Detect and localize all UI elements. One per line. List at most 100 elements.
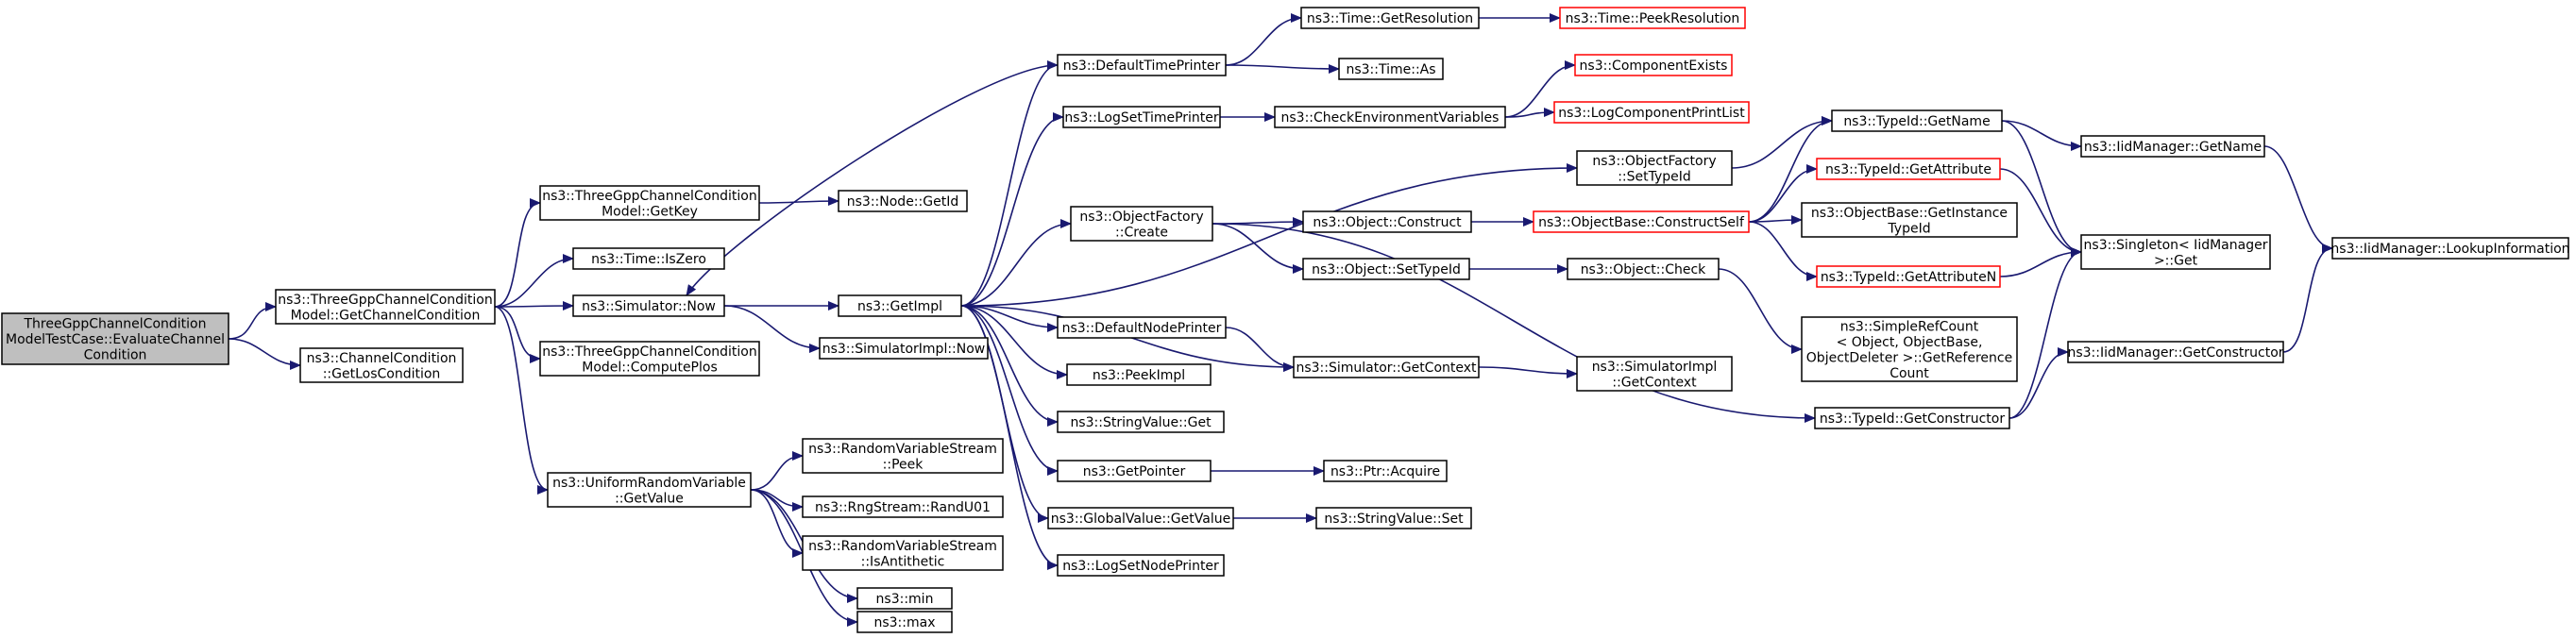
node-box <box>1300 7 1480 29</box>
node-sim-get-context[interactable]: ns3::Simulator::GetContext <box>1293 356 1480 378</box>
node-sim-impl-now[interactable]: ns3::SimulatorImpl::Now <box>819 337 989 360</box>
node-box <box>1559 7 1746 29</box>
node-time-get-resolution[interactable]: ns3::Time::GetResolution <box>1300 7 1480 29</box>
node-compute-plos[interactable]: ns3::ThreeGppChannelConditionModel::Comp… <box>539 341 760 377</box>
node-box <box>2080 234 2271 270</box>
node-box <box>1816 265 2001 288</box>
node-box <box>1315 507 1472 529</box>
node-string-value-get[interactable]: ns3::StringValue::Get <box>1057 411 1225 433</box>
node-sim-now[interactable]: ns3::Simulator::Now <box>572 294 725 317</box>
node-get-pointer[interactable]: ns3::GetPointer <box>1057 460 1212 482</box>
node-box <box>2067 341 2284 363</box>
node-simple-ref-count[interactable]: ns3::SimpleRefCount< Object, ObjectBase,… <box>1801 316 2018 382</box>
node-label: ns3::Simulator::Now <box>582 299 716 314</box>
node-component-exists[interactable]: ns3::ComponentExists <box>1574 54 1733 76</box>
node-min[interactable]: ns3::min <box>856 587 953 610</box>
node-log-set-time-printer[interactable]: ns3::LogSetTimePrinter <box>1062 106 1221 128</box>
node-get-los-condition[interactable]: ns3::ChannelCondition::GetLosCondition <box>299 347 464 383</box>
node-label: ::GetContext <box>1612 375 1697 390</box>
edge-iid-manager-get-name-to-lookup-information <box>2263 145 2333 253</box>
node-label: ns3::Object::SetTypeId <box>1312 262 1461 277</box>
node-box <box>1057 411 1225 433</box>
edge-type-id-get-attribute-n-to-singleton-get <box>1999 247 2082 277</box>
edge-obj-factory-set-type-id-to-type-id-get-name <box>1731 116 1833 169</box>
node-time-as[interactable]: ns3::Time::As <box>1338 58 1444 80</box>
node-label: ns3::IidManager::LookupInformation <box>2330 242 2569 257</box>
edge-check-env-vars-to-component-exists <box>1504 60 1576 118</box>
node-sim-impl-get-context[interactable]: ns3::SimulatorImpl::GetContext <box>1576 356 1733 392</box>
edge-get-channel-condition-to-compute-plos <box>494 306 541 363</box>
node-peek-impl[interactable]: ns3::PeekImpl <box>1066 363 1212 386</box>
node-label: ObjectDeleter >::GetReference <box>1806 350 2012 365</box>
node-global-value-get-value[interactable]: ns3::GlobalValue::GetValue <box>1047 507 1234 529</box>
node-is-zero[interactable]: ns3::Time::IsZero <box>572 247 725 270</box>
node-label: ns3::PeekImpl <box>1093 368 1185 383</box>
node-is-antithetic[interactable]: ns3::RandomVariableStream::IsAntithetic <box>802 535 1004 571</box>
node-root: ThreeGppChannelConditionModelTestCase::E… <box>1 312 229 365</box>
node-box <box>1801 316 2018 382</box>
node-object-set-type-id[interactable]: ns3::Object::SetTypeId <box>1302 258 1470 280</box>
node-node-get-id[interactable]: ns3::Node::GetId <box>838 190 968 212</box>
node-default-time-printer[interactable]: ns3::DefaultTimePrinter <box>1057 54 1227 76</box>
edge-construct-self-to-type-id-get-attribute <box>1748 164 1818 223</box>
node-log-component-print-list[interactable]: ns3::LogComponentPrintList <box>1553 101 1750 124</box>
node-lookup-information[interactable]: ns3::IidManager::LookupInformation <box>2330 237 2570 260</box>
node-time-peek-resolution[interactable]: ns3::Time::PeekResolution <box>1559 7 1746 29</box>
node-object-construct[interactable]: ns3::Object::Construct <box>1302 210 1472 233</box>
node-iid-manager-get-name[interactable]: ns3::IidManager::GetName <box>2080 135 2265 158</box>
node-log-set-node-printer[interactable]: ns3::LogSetNodePrinter <box>1057 554 1225 577</box>
node-label: ns3::Time::GetResolution <box>1307 11 1473 26</box>
node-obj-factory-set-type-id[interactable]: ns3::ObjectFactory::SetTypeId <box>1576 150 1733 186</box>
node-get-impl[interactable]: ns3::GetImpl <box>838 294 962 317</box>
node-obj-factory-create[interactable]: ns3::ObjectFactory::Create <box>1070 206 1213 242</box>
node-label: < Object, ObjectBase, <box>1837 335 1983 350</box>
node-box <box>539 341 760 377</box>
node-uniform-get-value[interactable]: ns3::UniformRandomVariable::GetValue <box>547 472 752 508</box>
node-box <box>1814 407 2010 429</box>
node-box <box>572 294 725 317</box>
edge-get-impl-to-obj-factory-set-type-id <box>960 163 1578 307</box>
node-iid-manager-get-constructor[interactable]: ns3::IidManager::GetConstructor <box>2067 341 2284 363</box>
node-label: ns3::TypeId::GetName <box>1843 114 1990 129</box>
node-label: ns3::SimulatorImpl::Now <box>822 342 986 357</box>
node-max[interactable]: ns3::max <box>856 611 953 633</box>
node-type-id-get-constructor[interactable]: ns3::TypeId::GetConstructor <box>1814 407 2010 429</box>
node-get-channel-condition[interactable]: ns3::ThreeGppChannelConditionModel::GetC… <box>275 289 496 325</box>
node-type-id-get-attribute-n[interactable]: ns3::TypeId::GetAttributeN <box>1816 265 2001 288</box>
node-label: ModelTestCase::EvaluateChannel <box>6 332 225 347</box>
node-default-node-printer[interactable]: ns3::DefaultNodePrinter <box>1057 316 1227 339</box>
edge-get-impl-to-peek-impl <box>960 305 1068 379</box>
node-box <box>1576 150 1733 186</box>
edge-get-impl-to-log-set-node-printer <box>960 305 1059 570</box>
node-label: ns3::UniformRandomVariable <box>552 476 746 491</box>
edge-construct-self-to-get-instance-type-id <box>1748 215 1803 226</box>
node-rand-u01[interactable]: ns3::RngStream::RandU01 <box>802 495 1004 518</box>
node-label: ns3::ThreeGppChannelCondition <box>542 189 757 204</box>
node-box <box>1057 460 1212 482</box>
edge-sim-get-context-to-sim-impl-get-context <box>1478 366 1578 378</box>
node-box <box>572 247 725 270</box>
node-box <box>1057 54 1227 76</box>
node-singleton-get[interactable]: ns3::Singleton< IidManager >::Get <box>2080 234 2271 270</box>
node-check-env-vars[interactable]: ns3::CheckEnvironmentVariables <box>1274 106 1506 128</box>
node-type-id-get-name[interactable]: ns3::TypeId::GetName <box>1831 109 2003 132</box>
node-object-check[interactable]: ns3::Object::Check <box>1567 258 1720 280</box>
node-box <box>802 495 1004 518</box>
node-box <box>802 535 1004 571</box>
node-label: ns3::TypeId::GetConstructor <box>1820 411 2005 427</box>
edge-root-to-get-los-condition <box>228 338 301 370</box>
node-ptr-acquire[interactable]: ns3::Ptr::Acquire <box>1323 460 1448 482</box>
node-get-key[interactable]: ns3::ThreeGppChannelConditionModel::GetK… <box>539 185 760 221</box>
node-label: ns3::Ptr::Acquire <box>1330 464 1440 479</box>
node-label: ns3::ObjectBase::ConstructSelf <box>1538 215 1745 230</box>
edge-default-time-printer-to-sim-now <box>686 64 1059 296</box>
node-string-value-set[interactable]: ns3::StringValue::Set <box>1315 507 1472 529</box>
node-type-id-get-attribute[interactable]: ns3::TypeId::GetAttribute <box>1816 158 2001 180</box>
node-construct-self[interactable]: ns3::ObjectBase::ConstructSelf <box>1533 210 1750 233</box>
node-box <box>1070 206 1213 242</box>
node-rvs-peek[interactable]: ns3::RandomVariableStream::Peek <box>802 438 1004 474</box>
edge-construct-self-to-type-id-get-name <box>1748 116 1833 223</box>
node-label: ns3::Time::As <box>1346 62 1435 77</box>
